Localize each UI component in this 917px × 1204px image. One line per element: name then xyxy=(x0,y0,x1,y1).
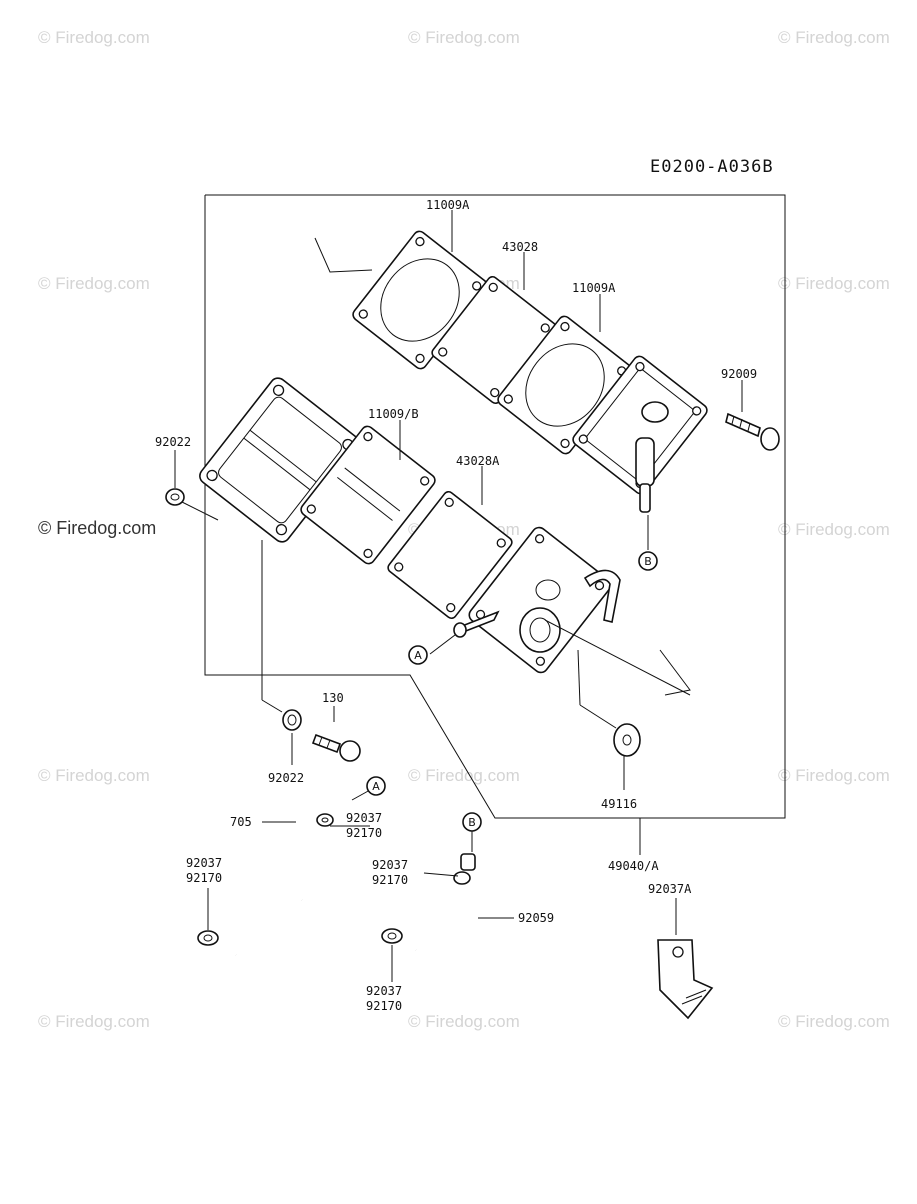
label-11009a-mid: 11009A xyxy=(572,281,616,295)
clamp-92059-upper xyxy=(453,871,471,885)
watermark: © Firedog.com xyxy=(38,766,150,785)
fuel-hose-92059 xyxy=(413,853,476,974)
watermark: © Firedog.com xyxy=(408,766,520,785)
section-arrow-top xyxy=(314,237,373,273)
label-92170-b: 92170 xyxy=(186,871,222,885)
diagram-code: E0200-A036B xyxy=(650,157,774,177)
washer-92022-left-hole xyxy=(170,493,180,501)
label-92037-c: 92037 xyxy=(372,858,408,872)
clamp-leaders xyxy=(207,789,514,982)
watermark: © Firedog.com xyxy=(38,1012,150,1031)
label-92037-b: 92037 xyxy=(186,856,222,870)
watermark: © Firedog.com xyxy=(778,766,890,785)
label-130: 130 xyxy=(322,691,344,705)
washer-92022-left xyxy=(165,488,185,506)
watermark: © Firedog.com xyxy=(38,274,150,293)
watermark: © Firedog.com xyxy=(408,1012,520,1031)
svg-text:B: B xyxy=(644,555,652,568)
gasket-11009b xyxy=(300,425,436,565)
label-11009a-top: 11009A xyxy=(426,198,470,212)
label-49116: 49116 xyxy=(601,797,637,811)
label-92022-left: 92022 xyxy=(155,435,191,449)
label-92170-d: 92170 xyxy=(366,999,402,1013)
diaphragm-43028a xyxy=(387,490,513,620)
label-92170-c: 92170 xyxy=(372,873,408,887)
label-43028: 43028 xyxy=(502,240,538,254)
pump-body-inlet xyxy=(453,526,691,696)
callout-b-hose: B xyxy=(462,812,482,832)
watermark: © Firedog.com xyxy=(408,28,520,47)
label-92009: 92009 xyxy=(721,367,757,381)
label-92037a: 92037A xyxy=(648,882,692,896)
watermark: © Firedog.com xyxy=(38,28,150,47)
pump-cover-outlet xyxy=(572,355,708,513)
callout-a-pump: A xyxy=(408,645,428,665)
screw-92009 xyxy=(725,412,780,451)
fuel-hose-705 xyxy=(234,795,367,988)
watermark: © Firedog.com xyxy=(778,274,890,293)
label-92037-d: 92037 xyxy=(366,984,402,998)
label-49040a: 49040/A xyxy=(608,859,659,873)
section-arrow-right xyxy=(659,649,691,696)
clamp-lower-mid xyxy=(381,928,403,944)
watermark: © Firedog.com xyxy=(778,520,890,539)
label-92022-low: 92022 xyxy=(268,771,304,785)
bracket-92037a xyxy=(657,939,714,1020)
label-92170-a: 92170 xyxy=(346,826,382,840)
watermark: © Firedog.com xyxy=(778,1012,890,1031)
label-705: 705 xyxy=(230,815,252,829)
clamp-lower-left xyxy=(197,930,219,946)
label-92059: 92059 xyxy=(518,911,554,925)
callout-a-hose: A xyxy=(366,776,386,796)
watermark-featured: © Firedog.com xyxy=(38,518,156,538)
label-92037-a: 92037 xyxy=(346,811,382,825)
label-11009b: 11009/B xyxy=(368,407,419,421)
assembly-frame xyxy=(204,194,786,819)
watermark: © Firedog.com xyxy=(778,28,890,47)
bolt-130 xyxy=(311,733,361,762)
washer-92022-low-hole xyxy=(287,714,297,726)
label-43028a: 43028A xyxy=(456,454,500,468)
svg-text:A: A xyxy=(372,780,380,793)
leader-lines xyxy=(174,210,743,935)
clamp-upper-705 xyxy=(316,813,334,827)
callout-b-pump: B xyxy=(638,551,658,571)
washer-92022-low xyxy=(282,709,302,731)
filter-49116-center xyxy=(622,734,632,746)
svg-text:B: B xyxy=(468,816,476,829)
filter-49116 xyxy=(613,723,641,757)
svg-text:A: A xyxy=(414,649,422,662)
